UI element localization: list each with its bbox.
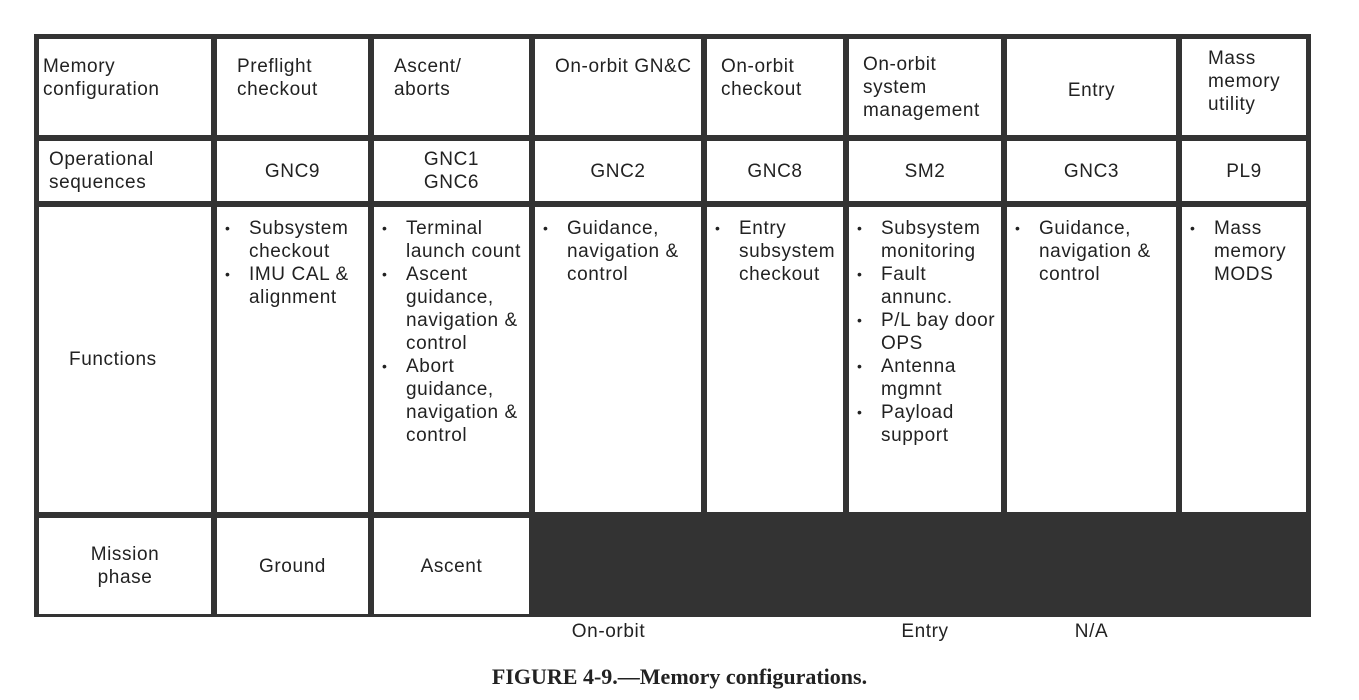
- figure-caption: FIGURE 4-9.—Memory configurations.: [491, 664, 868, 689]
- phase-cell-na: N/A: [1007, 620, 1176, 643]
- col-header-system-management: On-orbit system management: [849, 39, 1001, 135]
- memory-configurations-table: Memory configuration Preflight checkout …: [34, 34, 1311, 643]
- function-item: Subsystem checkout: [225, 217, 364, 263]
- functions-cell: Guidance, navigation & control: [535, 207, 701, 512]
- phase-cell-ascent: Ascent: [374, 518, 529, 614]
- col-header-ascent: Ascent/ aborts: [374, 39, 529, 135]
- row-header-functions: Functions: [39, 207, 211, 512]
- col-header-onorbit-checkout: On-orbit checkout: [707, 39, 843, 135]
- sequence-cell: GNC9: [217, 141, 368, 201]
- functions-cell: Subsystem monitoring Fault annunc. P/L b…: [849, 207, 1001, 512]
- function-item: Payload support: [857, 401, 997, 447]
- functions-cell: Mass memory MODS: [1182, 207, 1306, 512]
- function-item: IMU CAL & alignment: [225, 263, 364, 309]
- function-item: Guidance, navigation & control: [1015, 217, 1172, 286]
- sequence-cell: PL9: [1182, 141, 1306, 201]
- function-item: Ascent guidance, navigation & control: [382, 263, 525, 355]
- col-header-preflight: Preflight checkout: [217, 39, 368, 135]
- function-item: Terminal launch count: [382, 217, 525, 263]
- row-header-memory-configuration: Memory configuration: [39, 39, 211, 135]
- function-item: Guidance, navigation & control: [543, 217, 697, 286]
- row-header-mission-phase: Mission phase: [39, 518, 211, 614]
- sequence-cell: GNC3: [1007, 141, 1176, 201]
- functions-cell: Terminal launch count Ascent guidance, n…: [374, 207, 529, 512]
- sequence-cell: GNC8: [707, 141, 843, 201]
- function-item: Fault annunc.: [857, 263, 997, 309]
- phase-cell-entry: Entry: [849, 620, 1001, 643]
- col-header-onorbit-gnc: On-orbit GN&C: [535, 39, 701, 135]
- functions-cell: Entry subsystem checkout: [707, 207, 843, 512]
- col-header-entry: Entry: [1007, 39, 1176, 135]
- sequence-cell: GNC1 GNC6: [374, 141, 529, 201]
- functions-cell: Guidance, navigation & control: [1007, 207, 1176, 512]
- function-item: Abort guidance, navigation & control: [382, 355, 525, 447]
- function-item: Subsystem monitoring: [857, 217, 997, 263]
- function-item: Mass memory MODS: [1190, 217, 1302, 286]
- function-item: P/L bay door OPS: [857, 309, 997, 355]
- row-header-operational-sequences: Operational sequences: [39, 141, 211, 201]
- phase-cell-ground: Ground: [217, 518, 368, 614]
- phase-cell-onorbit: On-orbit: [374, 620, 843, 643]
- function-item: Antenna mgmnt: [857, 355, 997, 401]
- col-header-mass-memory: Mass memory utility: [1182, 39, 1306, 135]
- sequence-cell: GNC2: [535, 141, 701, 201]
- sequence-cell: SM2: [849, 141, 1001, 201]
- function-item: Entry subsystem checkout: [715, 217, 839, 286]
- functions-cell: Subsystem checkout IMU CAL & alignment: [217, 207, 368, 512]
